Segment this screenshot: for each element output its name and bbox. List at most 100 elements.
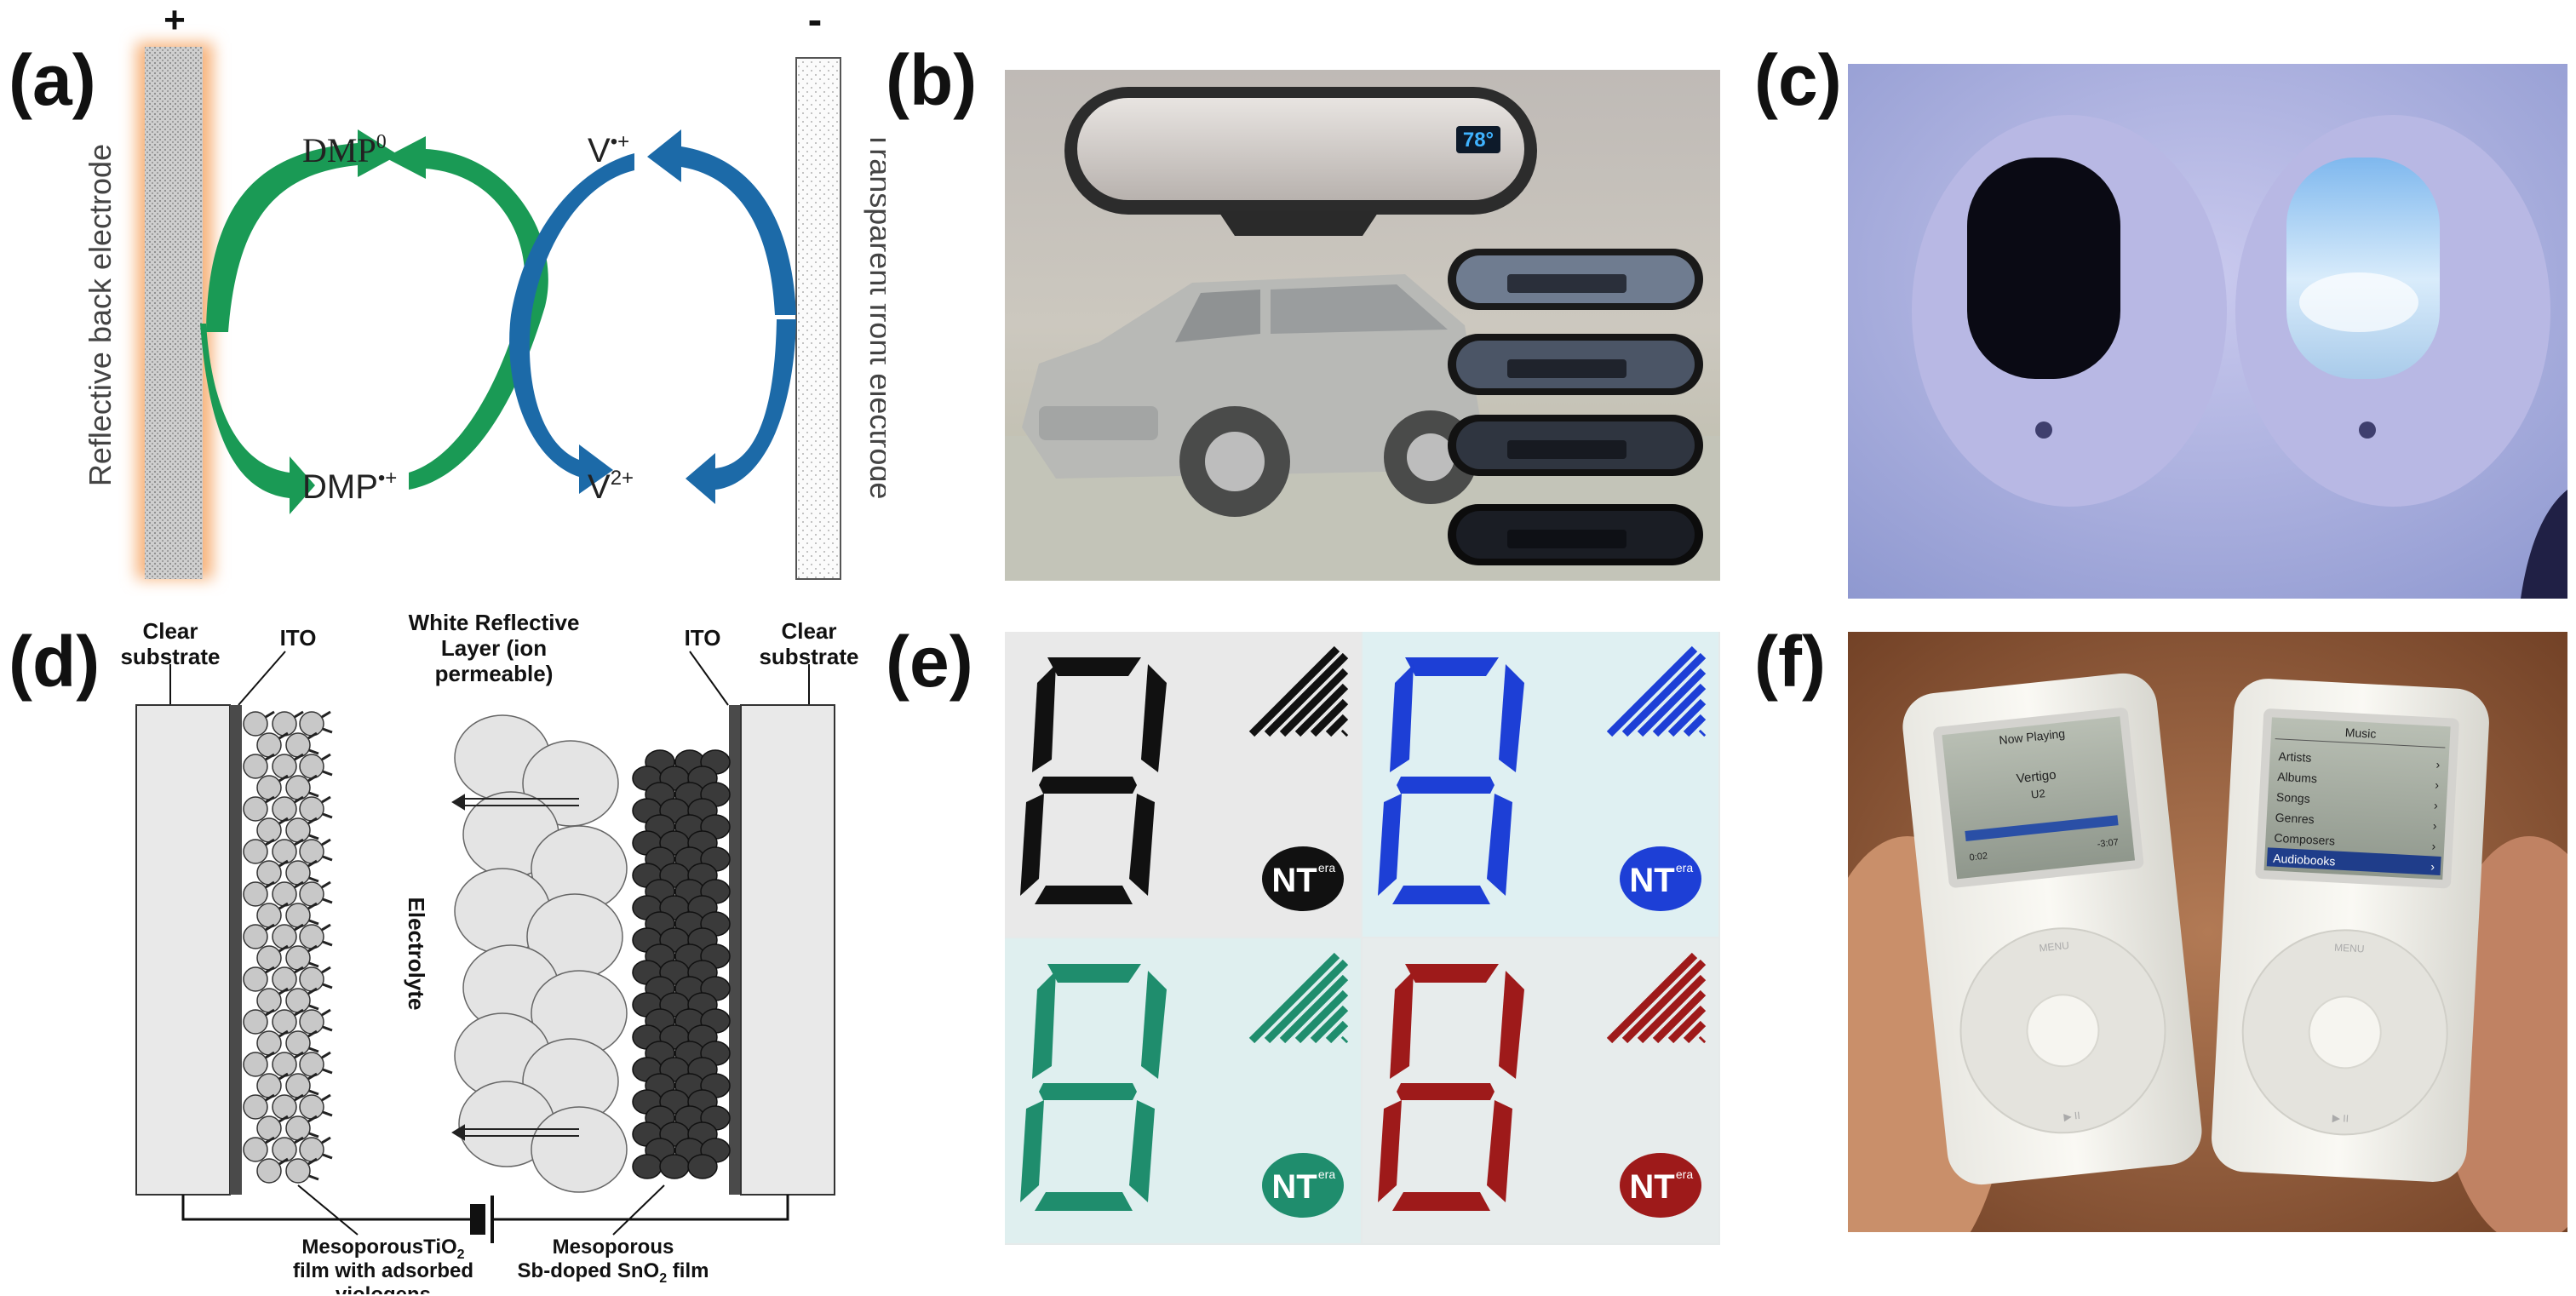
ipod-left-time-end: -3:07 [2097, 837, 2119, 850]
tio2-particle [243, 1093, 275, 1120]
tio2-particle [299, 1136, 333, 1162]
ntera-logo-text: NT [1629, 862, 1674, 899]
digit-segment [1487, 794, 1512, 896]
tio2-particle [243, 966, 275, 992]
digit-segment [1390, 664, 1414, 772]
species-dmp0: DMP0 [302, 131, 387, 169]
digit-segment [1035, 886, 1133, 904]
digit-segment [1397, 777, 1495, 794]
tio2-particle [256, 859, 289, 886]
tio2-particle [256, 774, 289, 800]
tio2-particle [299, 1093, 333, 1120]
reflective-back-electrode [145, 47, 203, 579]
ntera-logo-text: NT [1271, 862, 1317, 899]
electrolyte-label: Electrolyte [404, 897, 429, 1011]
battery-symbol [470, 1204, 485, 1235]
tio2-particle [243, 923, 275, 949]
tio2-particle [256, 1157, 289, 1184]
tio2-particle [299, 753, 333, 779]
tio2-particle [256, 902, 289, 928]
ipod-right-screen-title: Music [2344, 725, 2376, 741]
hatched-square [1606, 952, 1707, 1044]
tio2-particle [272, 838, 304, 864]
ntera-logo-sup: era [1318, 861, 1335, 875]
tio2-particle [285, 731, 319, 758]
positive-terminal-sign: + [164, 0, 186, 41]
ntera-logo-sup: era [1676, 1167, 1693, 1181]
panel-label-c: (c) [1754, 40, 1842, 120]
digit-segment [1141, 971, 1167, 1079]
external-circuit [181, 1195, 789, 1221]
blue-arrow-upper [647, 129, 796, 315]
ipod-menu-item: Albums [2277, 770, 2317, 785]
hatched-square [1248, 645, 1349, 737]
digit-segment [1047, 657, 1141, 676]
sno2-particle [659, 1154, 690, 1179]
ipod-menu-item: Artists [2278, 749, 2312, 765]
ntera-logo-sup: era [1318, 1167, 1335, 1181]
tio2-particle [299, 795, 333, 822]
sno2-particle [632, 1154, 663, 1179]
ipod-menu-chevron-icon: › [2430, 859, 2435, 873]
tio2-particle [256, 944, 289, 971]
digit-segment [1392, 886, 1490, 904]
tio2-particles [243, 710, 333, 1184]
tio2-particle [243, 1136, 275, 1162]
tio2-particle [299, 966, 333, 992]
ipod-left-play-label: ▶ II [2063, 1110, 2081, 1123]
ipod-right-play-label: ▶ II [2332, 1112, 2349, 1125]
sno2-particle [687, 1154, 718, 1179]
cloud [2299, 272, 2418, 332]
left-clear-substrate [135, 704, 231, 1196]
tio2-particle [299, 710, 333, 737]
ipod-menu-chevron-icon: › [2434, 798, 2439, 811]
tio2-particle [299, 1008, 333, 1035]
ipod-right-center-button [2308, 995, 2382, 1069]
digit-segment [1039, 777, 1137, 794]
digit-segment [1499, 664, 1524, 772]
tio2-particle [272, 795, 304, 822]
species-dmp-cation: DMP•+ [302, 467, 397, 506]
tio2-particle [285, 859, 319, 886]
ipod-menu-chevron-icon: › [2435, 758, 2441, 771]
panel-a-diagram: + - Reflective back electrode Transparen… [83, 0, 886, 580]
tio2-particle [285, 774, 319, 800]
right-ito-layer [729, 705, 741, 1195]
digit-segment [1047, 964, 1141, 983]
panel-label-d: (d) [9, 622, 100, 702]
panel-label-f: (f) [1754, 622, 1826, 702]
digit-segment [1141, 664, 1167, 772]
green-arrow-lower [200, 324, 315, 514]
mirror-temperature-display: 78° [1463, 129, 1494, 152]
panel-label-e: (e) [886, 622, 973, 702]
right-clear-substrate [740, 704, 835, 1196]
panel-c-photo [1848, 64, 2567, 599]
ion-arrows [451, 794, 579, 1141]
ipod-menu-chevron-icon: › [2432, 818, 2437, 832]
tio2-particle [256, 817, 289, 843]
ipod-left-artist: U2 [2030, 787, 2045, 801]
tio2-particle [299, 880, 333, 907]
tio2-particle [272, 710, 304, 737]
tio2-particle [285, 944, 319, 971]
digit-segment [1020, 794, 1044, 896]
tio2-particle [243, 1051, 275, 1077]
tio2-particle [272, 880, 304, 907]
tio2-particle [243, 1008, 275, 1035]
panel-label-a: (a) [9, 40, 96, 120]
digit-segment [1405, 964, 1499, 983]
tio2-particle [243, 838, 275, 864]
hatched-square [1606, 645, 1707, 737]
tio2-particle [285, 1157, 319, 1184]
ipod-menu-chevron-icon: › [2435, 778, 2440, 792]
window-button-right [2359, 421, 2376, 439]
